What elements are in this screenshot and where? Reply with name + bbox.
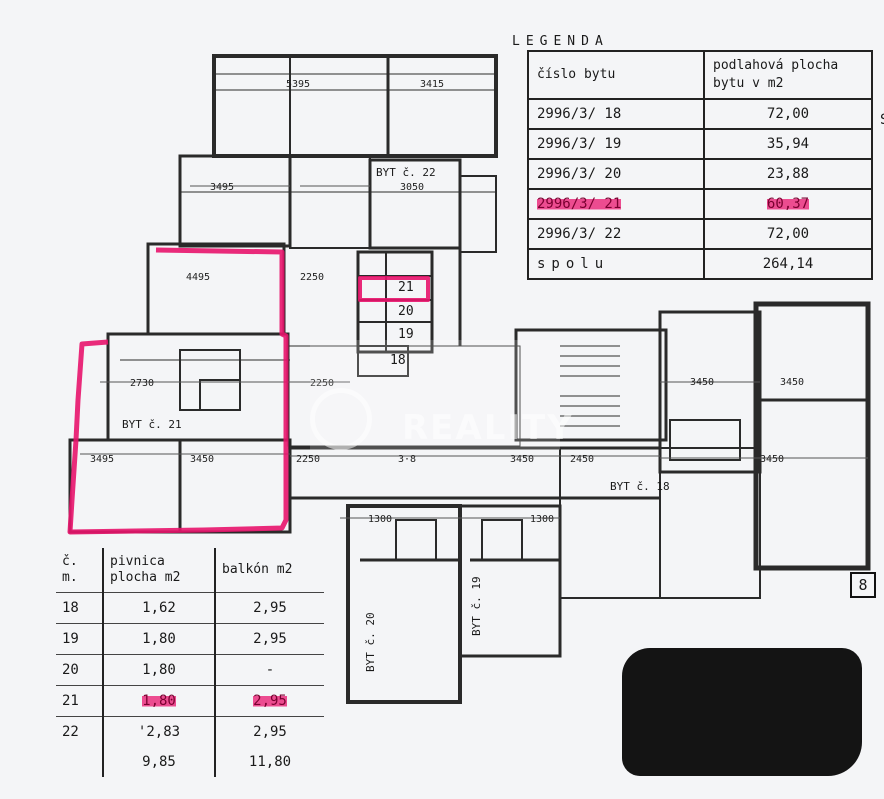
- cellar-total-row: 9,85 11,80: [56, 747, 324, 777]
- unit-label-20: BYT č. 20: [364, 612, 377, 672]
- unit-label-18: BYT č. 18: [610, 480, 670, 493]
- svg-text:3450: 3450: [190, 454, 214, 465]
- svg-text:2250: 2250: [300, 272, 324, 283]
- cellar-area: 1,80: [102, 623, 215, 655]
- cellar-header-cellar2: plocha m2: [110, 570, 181, 585]
- cellar-total: 9,85: [102, 747, 215, 777]
- legend-header-area-line2: bytu v m2: [713, 76, 784, 91]
- legend-unit-area: 23,88: [703, 158, 873, 190]
- cellar-unit-no: 22: [56, 716, 103, 747]
- redaction-blot: [622, 648, 862, 776]
- legend-row: 2996/3/ 18 72,00: [527, 98, 873, 130]
- edge-letter: S: [880, 112, 884, 128]
- legend-total-row: spolu 264,14: [527, 248, 873, 280]
- watermark-logo-icon: [310, 388, 372, 450]
- cellar-header-cellar1: pivnica: [110, 554, 165, 569]
- cellar-cell-18: 18: [390, 353, 406, 368]
- legend-unit-id: 2996/3/ 22: [527, 218, 705, 250]
- watermark-text: REALITY: [402, 408, 574, 448]
- cellar-unit-no: 19: [56, 623, 103, 655]
- svg-text:3495: 3495: [210, 182, 234, 193]
- legend-unit-area: 72,00: [703, 218, 873, 250]
- cellar-cell-19: 19: [398, 327, 414, 342]
- cellar-area: 1,80: [102, 654, 215, 686]
- sheet-number: 8: [850, 572, 876, 598]
- legend-header-area: podlahová plocha bytu v m2: [703, 50, 873, 100]
- legend-unit-area: 35,94: [703, 128, 873, 160]
- legend-unit-id: 2996/3/ 21: [537, 196, 622, 212]
- legend-total-label: spolu: [527, 248, 705, 280]
- svg-text:3450: 3450: [690, 377, 714, 388]
- svg-text:3450: 3450: [780, 377, 804, 388]
- legend-row: 2996/3/ 22 72,00: [527, 218, 873, 250]
- legend-table: číslo bytu podlahová plocha bytu v m2 29…: [527, 50, 873, 280]
- cellar-header-num2: m.: [62, 570, 78, 585]
- svg-text:4495: 4495: [186, 272, 210, 283]
- svg-text:2450: 2450: [570, 454, 594, 465]
- svg-text:3450: 3450: [760, 454, 784, 465]
- balcony-area: 2,95: [214, 716, 324, 747]
- svg-text:2250: 2250: [296, 454, 320, 465]
- legend-unit-id: 2996/3/ 19: [527, 128, 705, 160]
- legend-row: 2996/3/ 20 23,88: [527, 158, 873, 190]
- svg-text:2730: 2730: [130, 378, 154, 389]
- balcony-area: 2,95: [214, 623, 324, 655]
- cellar-row-highlighted: 21 1,80 2,95: [56, 685, 324, 717]
- legend-row: 2996/3/ 19 35,94: [527, 128, 873, 160]
- cellar-area: '2,83: [102, 716, 215, 747]
- cellar-row: 18 1,62 2,95: [56, 592, 324, 624]
- cellar-unit-no: 18: [56, 592, 103, 624]
- cellar-header-row: č. m. pivnica plocha m2 balkón m2: [56, 548, 324, 593]
- balcony-total: 11,80: [214, 747, 324, 777]
- svg-text:3·8: 3·8: [398, 454, 416, 465]
- svg-text:5395: 5395: [286, 79, 310, 90]
- cellar-row: 22 '2,83 2,95: [56, 716, 324, 747]
- cellar-area: 1,80: [142, 693, 176, 709]
- cellar-cell-20: 20: [398, 304, 414, 319]
- balcony-area: 2,95: [253, 693, 287, 709]
- cellar-area: 1,62: [102, 592, 215, 624]
- svg-text:2250: 2250: [310, 378, 334, 389]
- balcony-area: 2,95: [214, 592, 324, 624]
- legend-unit-area: 60,37: [766, 196, 810, 212]
- svg-text:3495: 3495: [90, 454, 114, 465]
- legend-header-row: číslo bytu podlahová plocha bytu v m2: [527, 50, 873, 100]
- svg-text:3450: 3450: [510, 454, 534, 465]
- cellar-balcony-table: č. m. pivnica plocha m2 balkón m2 18 1,6…: [56, 548, 324, 777]
- legend-header-unit: číslo bytu: [527, 50, 705, 100]
- unit-label-21: BYT č. 21: [122, 418, 182, 431]
- cellar-row: 20 1,80 -: [56, 654, 324, 686]
- legend-total-value: 264,14: [703, 248, 873, 280]
- svg-text:3050: 3050: [400, 182, 424, 193]
- svg-text:3415: 3415: [420, 79, 444, 90]
- cellar-cell-21: 21: [398, 280, 414, 295]
- legend-header-area-line1: podlahová plocha: [713, 58, 839, 73]
- legend-unit-area: 72,00: [703, 98, 873, 130]
- cellar-unit-no: 20: [56, 654, 103, 686]
- unit-label-19: BYT č. 19: [470, 576, 483, 636]
- balcony-area: -: [214, 654, 324, 686]
- svg-text:1300: 1300: [530, 514, 554, 525]
- legend-unit-id: 2996/3/ 20: [527, 158, 705, 190]
- cellar-row: 19 1,80 2,95: [56, 623, 324, 655]
- cellar-unit-no: 21: [56, 685, 103, 717]
- svg-text:1300: 1300: [368, 514, 392, 525]
- cellar-header-num1: č.: [62, 554, 78, 569]
- legend-row-highlighted: 2996/3/ 21 60,37: [527, 188, 873, 220]
- cellar-header-balcony: balkón m2: [214, 548, 324, 593]
- legend-unit-id: 2996/3/ 18: [527, 98, 705, 130]
- legend-title: LEGENDA: [512, 34, 609, 49]
- unit-label-22: BYT č. 22: [376, 166, 436, 179]
